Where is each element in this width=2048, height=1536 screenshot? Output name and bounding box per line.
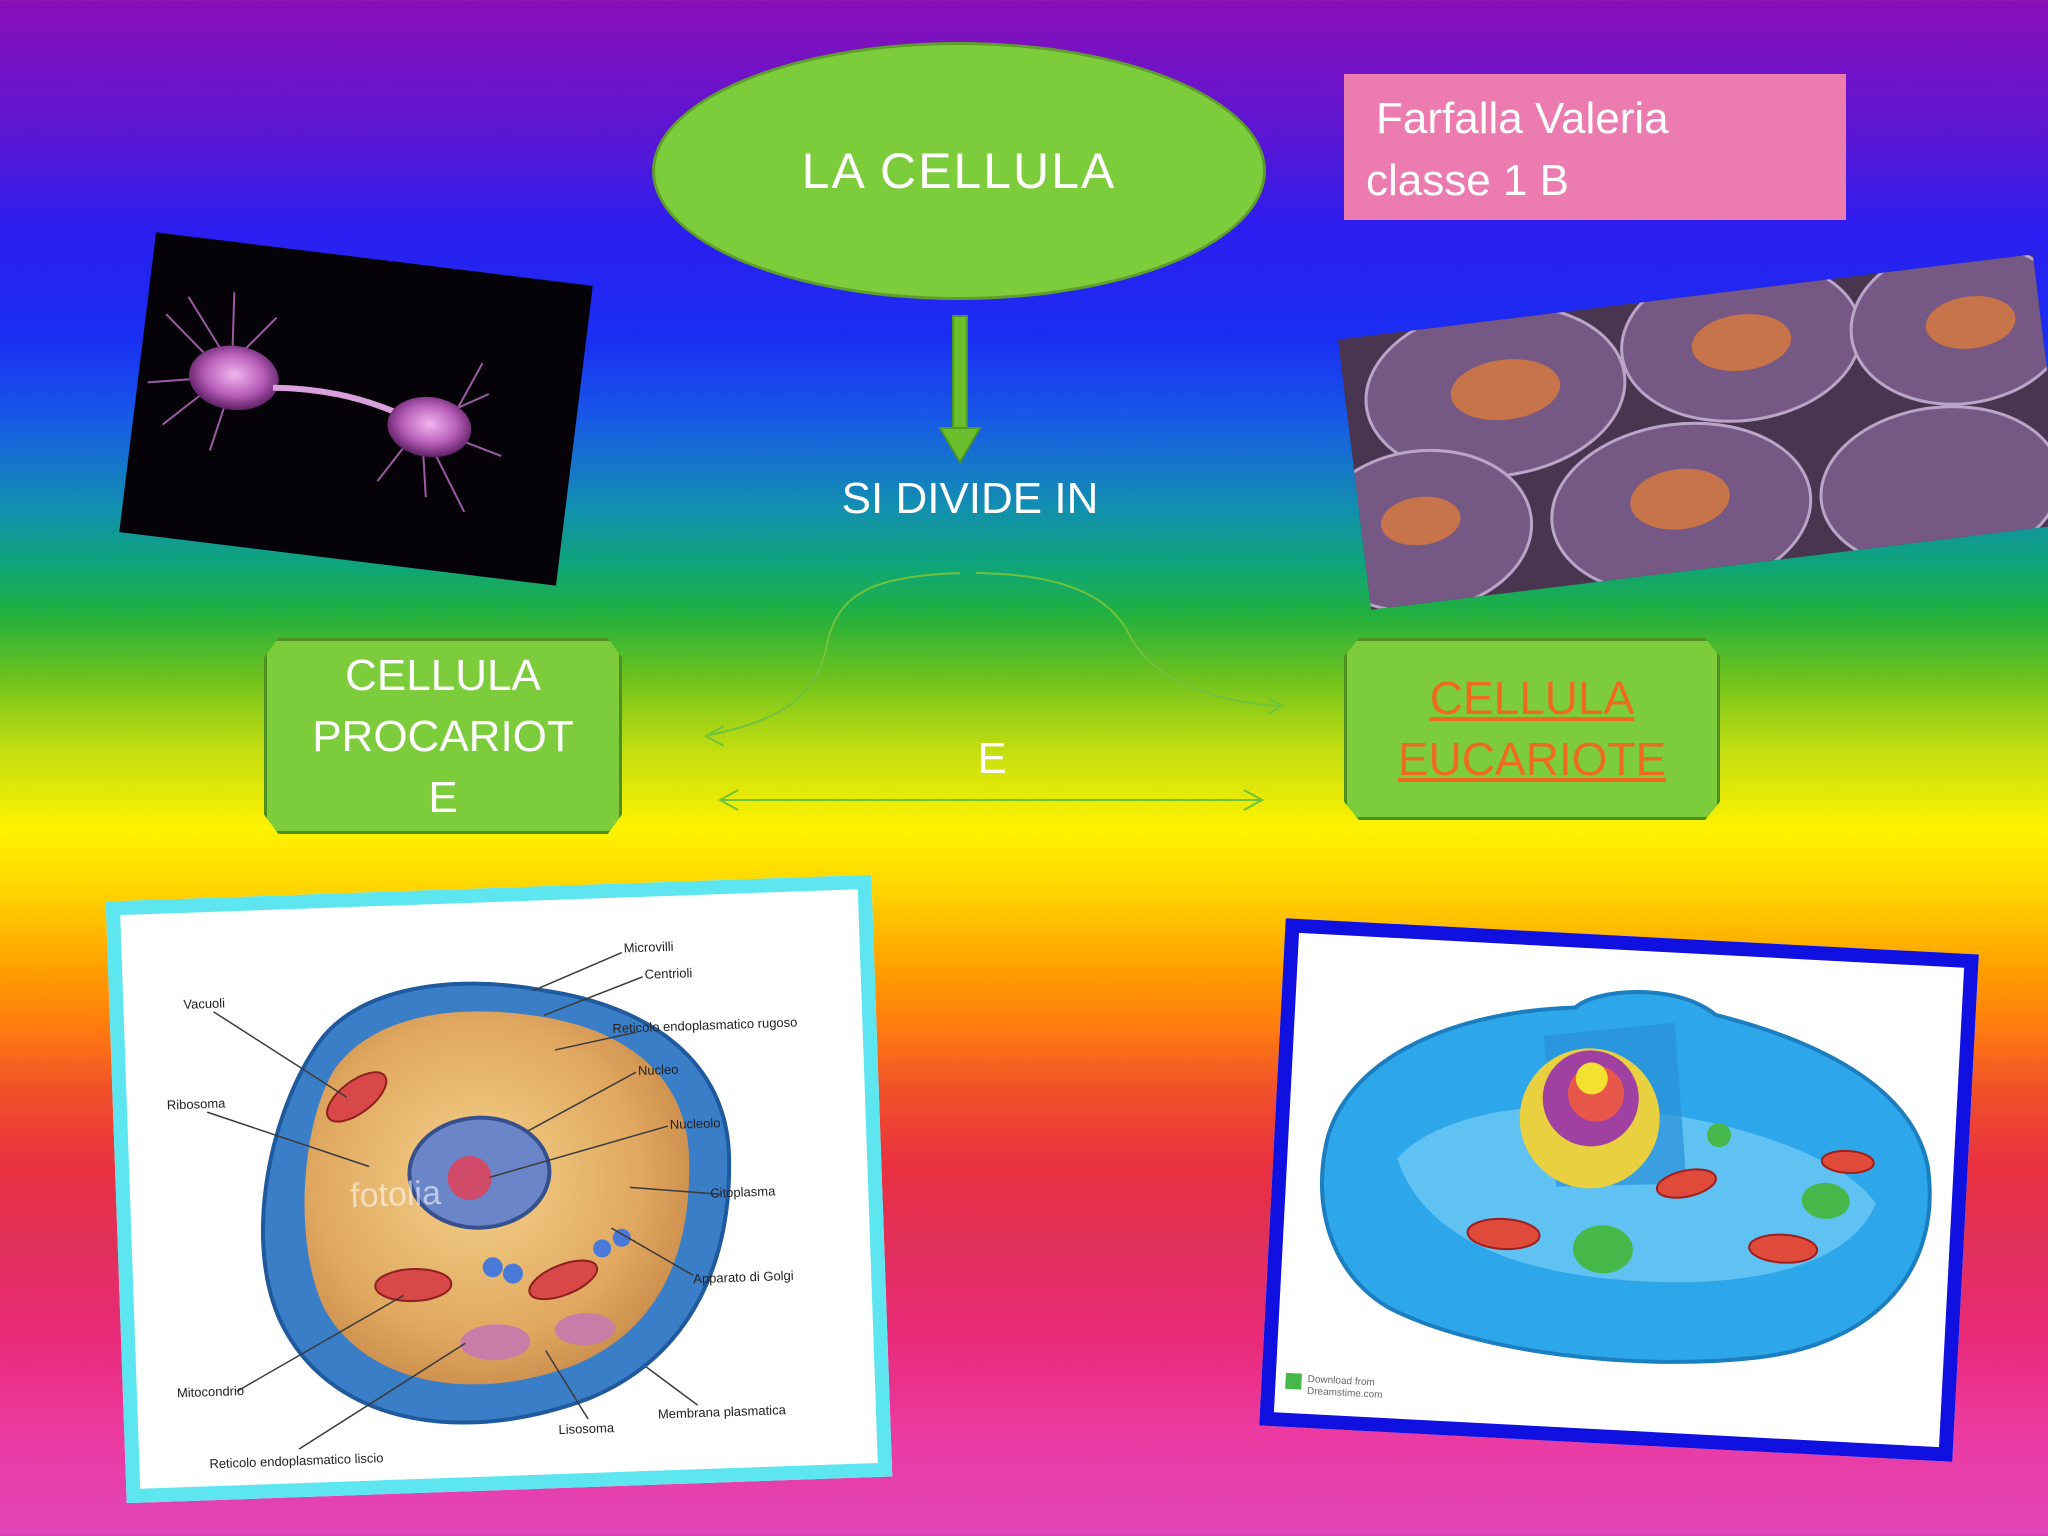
animal-cell-diagram: Microvilli Centrioli Vacuoli Reticolo en…	[105, 874, 893, 1504]
procariote-node: CELLULA PROCARIOT E	[264, 638, 622, 834]
procariote-line1: CELLULA	[345, 650, 541, 700]
label-membrana: Membrana plasmatica	[658, 1402, 787, 1421]
watermark: fotolia	[349, 1174, 441, 1215]
label-mitocondrio: Mitocondrio	[177, 1383, 245, 1400]
label-microvilli: Microvilli	[623, 939, 673, 956]
label-nucleo: Nucleo	[638, 1062, 679, 1078]
procariote-line3: E	[428, 772, 458, 822]
curve-to-eucariote	[975, 572, 1281, 707]
down-arrow	[938, 315, 982, 464]
curve-to-procariote	[709, 572, 961, 736]
double-arrow	[717, 789, 1265, 811]
label-apparato-golgi: Apparato di Golgi	[693, 1268, 794, 1287]
label-ribosoma: Ribosoma	[167, 1095, 227, 1112]
author-class: classe 1 B	[1366, 156, 1569, 205]
procariote-line2: PROCARIOT	[312, 711, 574, 761]
cell-culture-photo	[1338, 254, 2048, 610]
stock-credit-line2: Dreamstime.com	[1307, 1386, 1383, 1401]
author-box: Farfalla Valeria classe 1 B	[1344, 74, 1846, 220]
label-lisosoma: Lisosoma	[558, 1420, 615, 1437]
eucariote-link-line1[interactable]: CELLULA	[1429, 672, 1635, 724]
label-vacuoli: Vacuoli	[183, 995, 225, 1011]
eucariote-node[interactable]: CELLULA EUCARIOTE	[1344, 638, 1720, 820]
label-reticolo-liscio: Reticolo endoplasmatico liscio	[209, 1450, 384, 1471]
title-node: LA CELLULA	[652, 42, 1266, 300]
connector-label: E	[977, 734, 1007, 783]
stock-credit-line1: Download from	[1307, 1374, 1375, 1389]
title-text: LA CELLULA	[801, 143, 1117, 199]
divide-label: SI DIVIDE IN	[841, 474, 1099, 523]
label-reticolo-rugoso: Reticolo endoplasmatico rugoso	[612, 1014, 797, 1035]
dividing-cells-photo	[119, 232, 593, 586]
eucariote-link-line2[interactable]: EUCARIOTE	[1397, 733, 1667, 785]
author-name: Farfalla Valeria	[1376, 94, 1669, 143]
label-centrioli: Centrioli	[644, 965, 692, 982]
label-nucleolo: Nucleolo	[670, 1115, 721, 1132]
eukaryotic-cell-illustration: Download from Dreamstime.com	[1259, 918, 1979, 1462]
label-citoplasma: Citoplasma	[710, 1183, 776, 1200]
